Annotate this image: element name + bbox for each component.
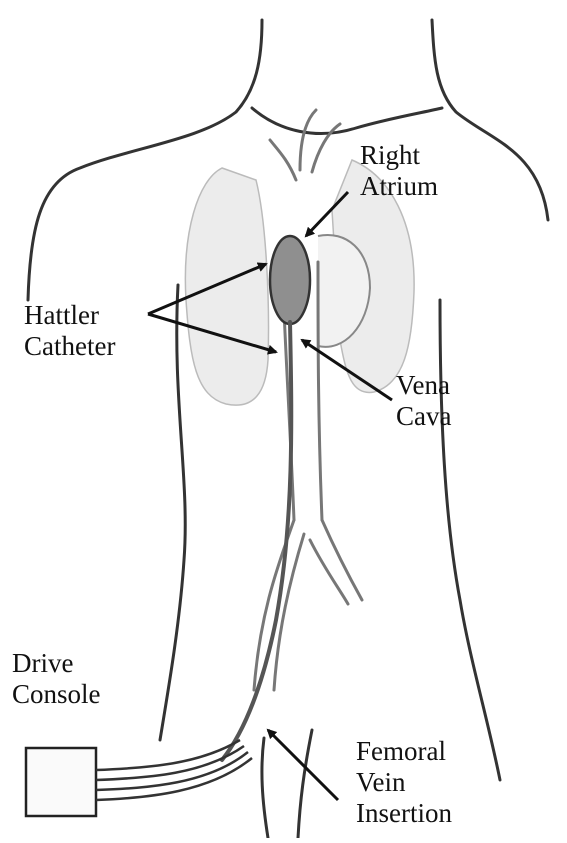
label-line: Vein xyxy=(356,767,452,798)
label-line: Atrium xyxy=(360,171,438,202)
label-drive-console: Drive Console xyxy=(12,648,101,710)
body-outline xyxy=(28,20,548,838)
label-line: Cava xyxy=(396,401,451,432)
label-line: Femoral xyxy=(356,736,452,767)
label-line: Insertion xyxy=(356,798,452,829)
label-line: Right xyxy=(360,140,438,171)
drive-console-box xyxy=(26,748,96,816)
catheter-balloon xyxy=(270,236,310,324)
label-vena-cava: Vena Cava xyxy=(396,370,451,432)
label-line: Catheter xyxy=(24,331,115,362)
label-line: Hattler xyxy=(24,300,115,331)
label-hattler-catheter: Hattler Catheter xyxy=(24,300,115,362)
label-line: Drive xyxy=(12,648,101,679)
label-line: Console xyxy=(12,679,101,710)
label-line: Vena xyxy=(396,370,451,401)
label-right-atrium: Right Atrium xyxy=(360,140,438,202)
label-femoral-vein-insertion: Femoral Vein Insertion xyxy=(356,736,452,829)
